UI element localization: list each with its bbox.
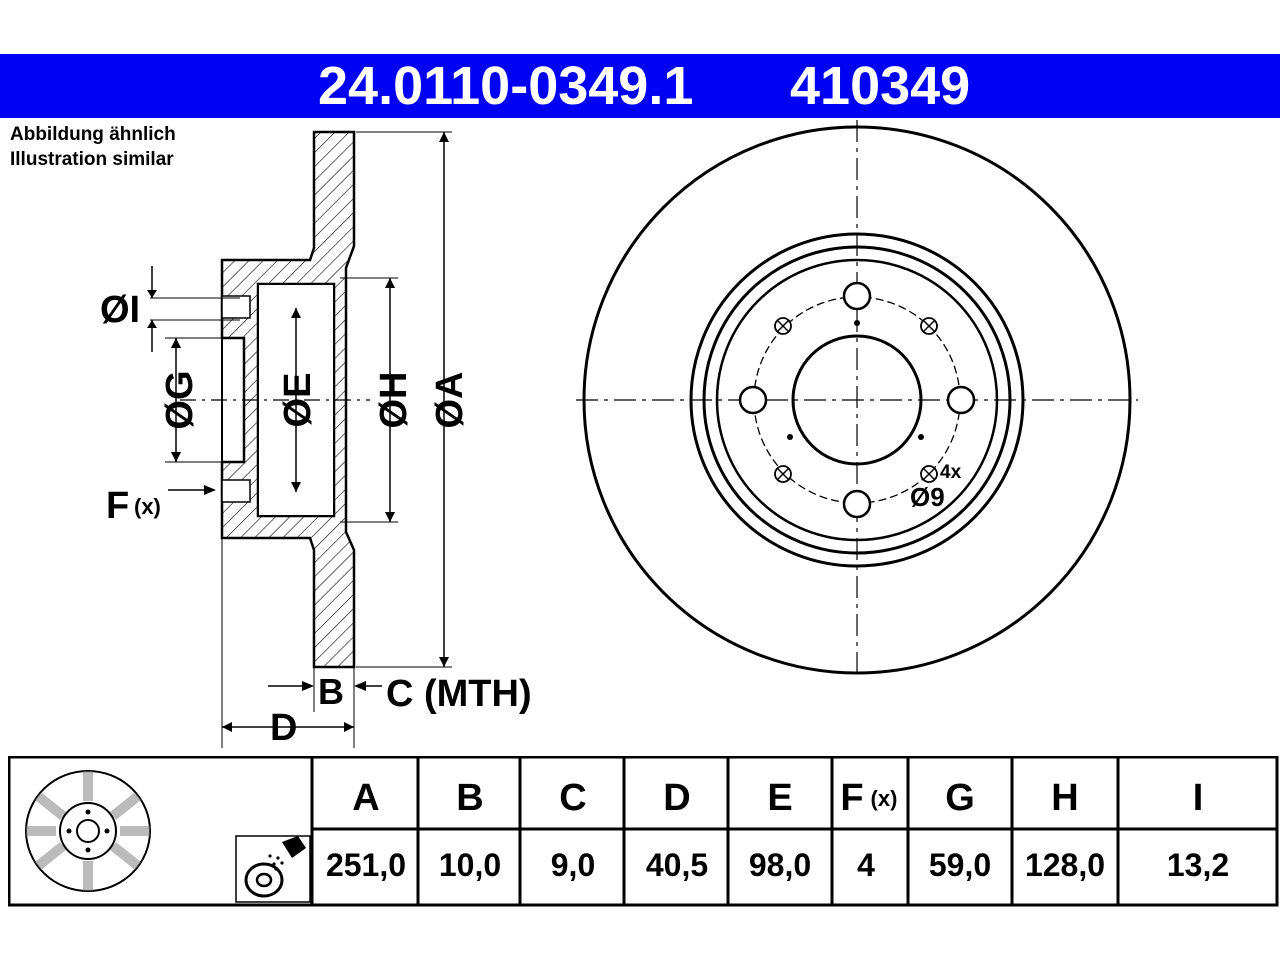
spec-value-G: 59,0 [929,847,991,883]
dim-label-F-sub: (x) [134,494,161,519]
bolt-hole-diameter: Ø9 [910,482,945,512]
dim-label-E: ØE [277,373,319,428]
spec-header-E: E [767,777,792,819]
spec-header-C: C [559,777,586,819]
spec-header-H: H [1051,777,1078,819]
dim-label-A: ØA [429,372,471,429]
coating-spray-icon [235,835,311,903]
spec-value-I: 13,2 [1167,847,1229,883]
illustration-note-en: Illustration similar [10,149,174,170]
spec-header-I: I [1193,777,1204,819]
spec-value-E: 98,0 [749,847,811,883]
spec-value-B: 10,0 [439,847,501,883]
bolt-hole-count: 4x [940,462,962,483]
spec-value-D: 40,5 [646,847,708,883]
dim-label-I: ØI [100,289,140,331]
spec-header-D: D [663,777,690,819]
spec-value-F: 4 [857,847,875,883]
part-number: 24.0110-0349.1 [318,56,694,116]
spec-value-H: 128,0 [1025,847,1105,883]
part-number-banner: 24.0110-0349.1 410349 [0,54,1280,118]
dim-label-F: F [106,485,129,527]
spec-table: A B C D E F (x) G H I 251,0 10,0 9,0 40,… [8,756,1279,907]
spec-header-A: A [352,777,379,819]
side-section-view: ØI ØG ØE ØH ØA F (x) B C (MTH) D [100,130,532,749]
dim-label-H: ØH [373,372,415,429]
dim-label-C: C (MTH) [386,673,532,715]
dim-label-B: B [318,671,344,712]
dim-label-G: ØG [159,370,201,429]
dim-label-D: D [270,707,297,749]
spec-header-F: F [840,777,863,819]
spec-header-F-sub: (x) [871,786,898,811]
front-view: 4x Ø9 [576,120,1138,680]
brake-disc-icon [25,770,151,892]
illustration-note-de: Abbildung ähnlich [10,124,176,145]
spec-header-B: B [456,777,483,819]
spec-value-C: 9,0 [551,847,595,883]
spec-header-G: G [945,777,975,819]
alt-part-number: 410349 [790,56,971,116]
spec-value-A: 251,0 [326,847,406,883]
